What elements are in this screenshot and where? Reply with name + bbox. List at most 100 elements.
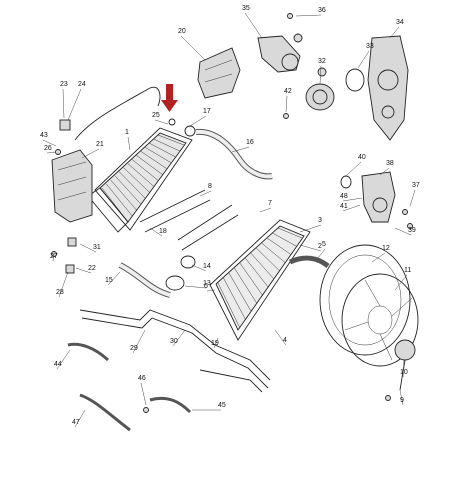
callout-40: 40 bbox=[358, 154, 366, 161]
leader-line-29 bbox=[132, 329, 146, 354]
callout-21: 21 bbox=[96, 141, 104, 148]
callout-32: 32 bbox=[318, 58, 326, 65]
leader-line-44 bbox=[56, 349, 71, 370]
callout-38: 38 bbox=[386, 160, 394, 167]
thermostat-housing bbox=[257, 33, 303, 73]
callout-44: 44 bbox=[54, 361, 62, 368]
callout-31: 31 bbox=[93, 244, 101, 251]
outlet-housing bbox=[361, 171, 396, 223]
leader-line-18 bbox=[149, 227, 163, 237]
fan bbox=[341, 273, 419, 367]
leader-line-34 bbox=[389, 26, 400, 39]
callout-5: 5 bbox=[322, 241, 326, 248]
leader-line-37 bbox=[409, 189, 416, 207]
callout-30: 30 bbox=[170, 338, 178, 345]
callout-39: 39 bbox=[408, 227, 416, 234]
leader-line-38 bbox=[379, 167, 390, 176]
leader-line-31 bbox=[79, 243, 97, 253]
callout-33: 33 bbox=[366, 43, 374, 50]
leader-line-6 bbox=[206, 289, 216, 292]
condenser bbox=[209, 219, 311, 341]
callout-48: 48 bbox=[340, 193, 348, 200]
leader-line-21 bbox=[81, 148, 100, 159]
callout-26: 26 bbox=[44, 145, 52, 152]
leader-line-39 bbox=[394, 227, 412, 236]
callout-13: 13 bbox=[203, 280, 211, 287]
callout-34: 34 bbox=[396, 19, 404, 26]
callout-28: 28 bbox=[56, 289, 64, 296]
leader-line-7 bbox=[259, 207, 272, 213]
leader-line-32 bbox=[319, 65, 322, 85]
callout-47: 47 bbox=[72, 419, 80, 426]
lower-hoses bbox=[118, 255, 196, 298]
support-bars bbox=[139, 189, 239, 251]
line-44 bbox=[67, 342, 110, 362]
callout-19: 19 bbox=[211, 340, 219, 347]
callout-25: 25 bbox=[152, 112, 160, 119]
leader-line-9 bbox=[399, 389, 404, 406]
callout-41: 41 bbox=[340, 203, 348, 210]
callout-2: 2 bbox=[318, 243, 322, 250]
callout-11: 11 bbox=[404, 267, 411, 274]
leader-line-3 bbox=[299, 224, 322, 233]
leader-line-41 bbox=[342, 204, 361, 212]
leader-line-16 bbox=[231, 146, 250, 153]
callout-4: 4 bbox=[283, 337, 287, 344]
callout-15: 15 bbox=[105, 277, 113, 284]
leader-line-10 bbox=[402, 359, 405, 378]
fasteners bbox=[51, 13, 413, 413]
leader-line-15 bbox=[107, 271, 121, 286]
radiator-core bbox=[87, 127, 193, 233]
callout-37: 37 bbox=[412, 182, 420, 189]
leader-line-33 bbox=[357, 50, 370, 69]
leader-line-30 bbox=[172, 329, 186, 347]
callout-20: 20 bbox=[178, 28, 186, 35]
leader-line-42 bbox=[285, 95, 288, 113]
leader-line-8 bbox=[199, 190, 212, 197]
leader-line-25 bbox=[154, 119, 169, 125]
leader-line-13 bbox=[184, 285, 207, 289]
callout-24: 24 bbox=[78, 81, 86, 88]
callout-36: 36 bbox=[318, 7, 326, 14]
callout-18: 18 bbox=[159, 228, 167, 235]
water-pump-housing bbox=[367, 35, 409, 141]
water-pump bbox=[305, 67, 335, 111]
leader-line-2 bbox=[299, 244, 322, 252]
leader-line-19 bbox=[213, 337, 219, 349]
o-ring-33 bbox=[345, 68, 365, 92]
callout-14: 14 bbox=[203, 263, 211, 270]
callout-46: 46 bbox=[138, 375, 146, 382]
leader-line-35 bbox=[244, 12, 263, 39]
leader-line-48 bbox=[342, 197, 363, 202]
callout-27: 27 bbox=[50, 253, 58, 260]
leader-line-40 bbox=[345, 161, 362, 177]
leader-line-1 bbox=[127, 136, 131, 151]
leader-line-22 bbox=[75, 267, 92, 274]
fan-clutch bbox=[394, 339, 416, 391]
fan-shroud bbox=[319, 244, 411, 356]
leader-line-24 bbox=[67, 88, 82, 121]
callout-1: 1 bbox=[125, 129, 129, 136]
leader-line-14 bbox=[191, 264, 207, 272]
leader-line-47 bbox=[74, 409, 86, 428]
callout-42: 42 bbox=[284, 88, 292, 95]
callout-17: 17 bbox=[203, 108, 211, 115]
leader-line-5 bbox=[317, 248, 326, 259]
lower-lines bbox=[79, 393, 192, 432]
upper-radiator-hose bbox=[195, 128, 273, 180]
leader-line-11 bbox=[394, 274, 408, 291]
callout-7: 7 bbox=[268, 200, 272, 207]
leader-line-4 bbox=[274, 329, 287, 346]
callout-43: 43 bbox=[40, 132, 48, 139]
callout-9: 9 bbox=[400, 397, 404, 404]
red-pointer-arrow bbox=[161, 84, 178, 112]
left-shroud-bracket bbox=[51, 149, 93, 223]
leader-line-23 bbox=[62, 88, 65, 119]
leader-line-46 bbox=[140, 382, 147, 406]
callout-10: 10 bbox=[400, 369, 408, 376]
callout-23: 23 bbox=[60, 81, 68, 88]
part-20-bracket bbox=[197, 47, 241, 99]
leader-line-20 bbox=[180, 35, 206, 61]
